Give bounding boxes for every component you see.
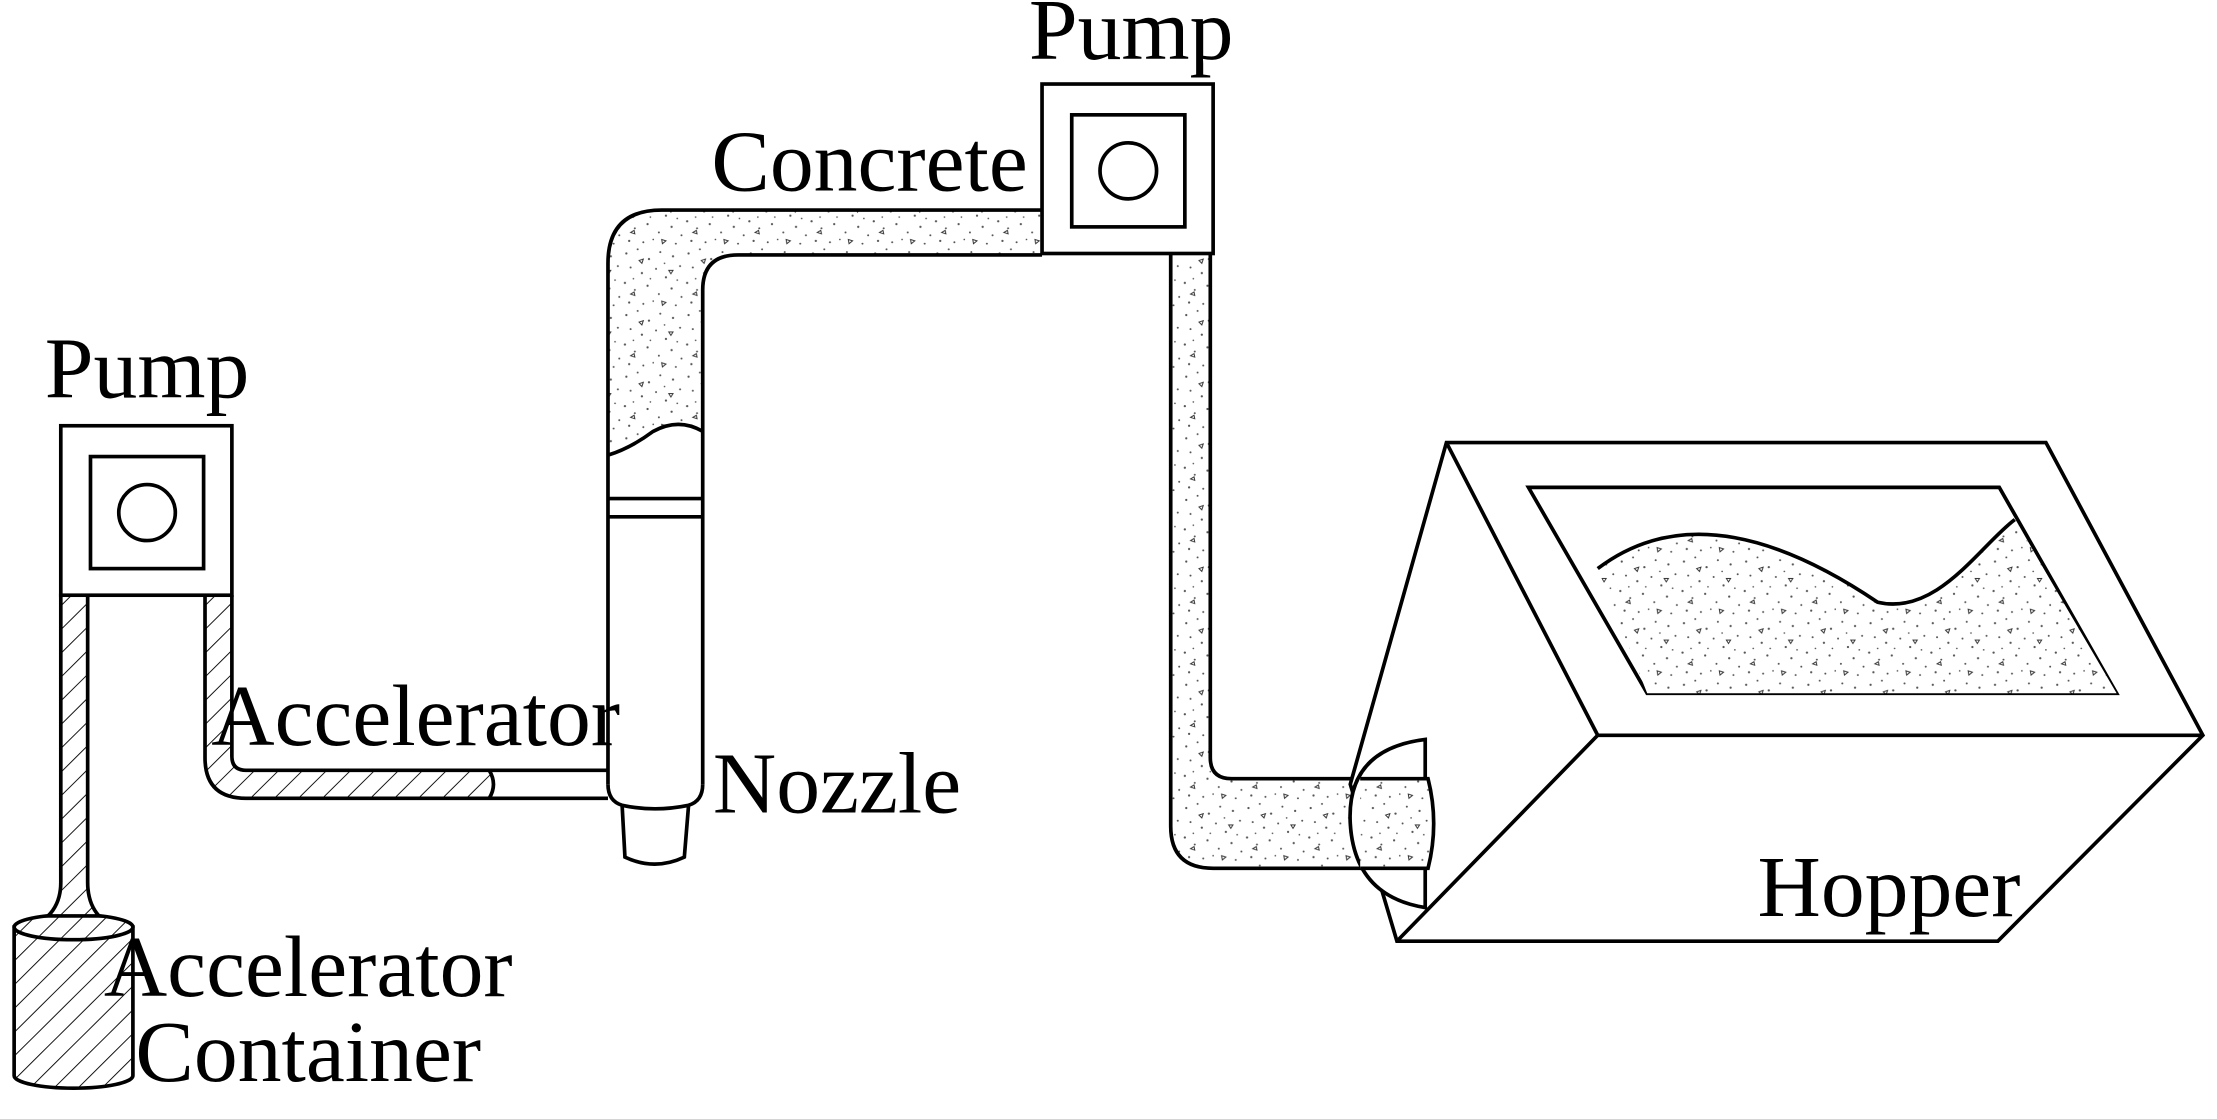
hopper	[1348, 440, 2206, 943]
label-accelerator-container-line1: Accelerator	[104, 918, 513, 1015]
concrete-pump	[1040, 82, 1215, 256]
accelerator-suction-pipe	[43, 593, 104, 918]
label-accelerator: Accelerator	[211, 667, 620, 764]
label-hopper: Hopper	[1758, 838, 2021, 935]
label-pump-left: Pump	[45, 320, 250, 417]
accelerator-pump	[58, 423, 234, 598]
label-concrete: Concrete	[711, 113, 1027, 210]
label-accelerator-container-line2: Container	[135, 1004, 481, 1101]
nozzle	[606, 496, 705, 866]
accelerator-delivery-pipe	[203, 595, 608, 801]
label-pump-top: Pump	[1029, 0, 1234, 78]
concrete-delivery-pipe	[606, 208, 1043, 785]
label-nozzle: Nozzle	[713, 735, 961, 832]
